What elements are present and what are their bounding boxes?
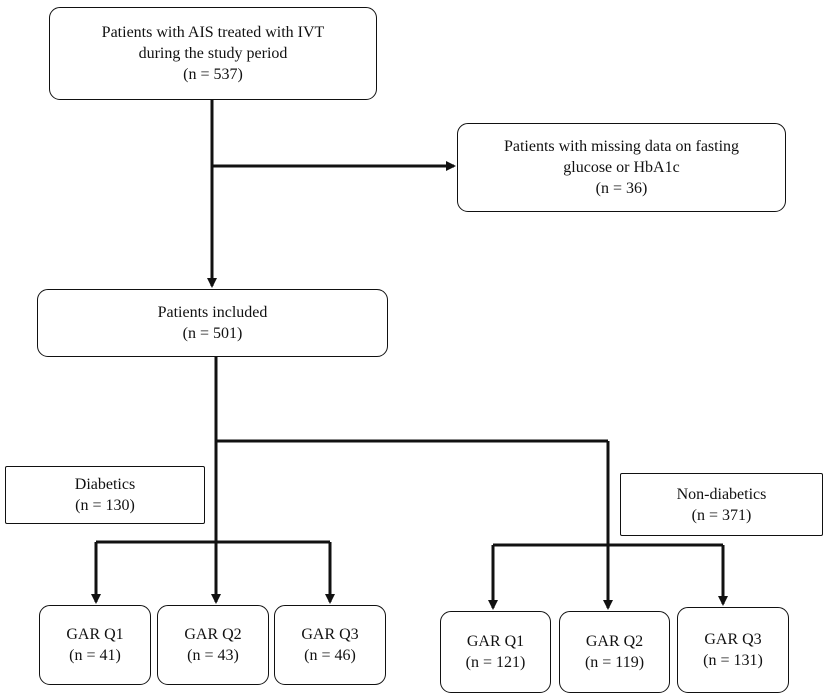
excluded-line2: glucose or HbA1c: [563, 159, 680, 176]
non-diabetics-q3-box: GAR Q3 (n = 131): [677, 607, 789, 693]
non-diabetics-count: (n = 371): [691, 506, 752, 524]
diabetics-box: Diabetics (n = 130): [5, 466, 205, 524]
non-diabetics-q2-box: GAR Q2 (n = 119): [559, 611, 670, 693]
non-diabetics-q1-count: (n = 121): [465, 654, 526, 671]
non-diabetics-label: Non-diabetics: [676, 485, 767, 503]
excluded-line1: Patients with missing data on fasting: [503, 138, 740, 155]
non-diabetics-q1-label: GAR Q1: [466, 633, 525, 650]
non-diabetics-box: Non-diabetics (n = 371): [620, 473, 823, 536]
included-count: (n = 501): [182, 325, 243, 342]
diabetics-q2-label: GAR Q2: [184, 626, 242, 643]
non-diabetics-q1-box: GAR Q1 (n = 121): [440, 611, 551, 693]
included-label: Patients included: [157, 304, 268, 321]
diabetics-label: Diabetics: [74, 476, 136, 493]
diabetics-q1-box: GAR Q1 (n = 41): [39, 605, 151, 685]
non-diabetics-q3-label: GAR Q3: [704, 631, 762, 648]
diabetics-q1-count: (n = 41): [69, 647, 121, 664]
excluded-box: Patients with missing data on fasting gl…: [457, 123, 786, 212]
diabetics-q2-count: (n = 43): [187, 647, 239, 664]
start-line1: Patients with AIS treated with IVT: [101, 24, 325, 41]
diabetics-q3-box: GAR Q3 (n = 46): [274, 605, 386, 685]
non-diabetics-q2-count: (n = 119): [584, 654, 645, 671]
diabetics-q3-count: (n = 46): [304, 647, 356, 664]
start-line2: during the study period: [138, 45, 288, 62]
non-diabetics-q3-count: (n = 131): [703, 652, 763, 669]
non-diabetics-q2-label: GAR Q2: [585, 633, 644, 650]
start-box: Patients with AIS treated with IVT durin…: [49, 7, 377, 100]
excluded-count: (n = 36): [595, 180, 648, 197]
start-count: (n = 537): [183, 66, 243, 83]
diabetics-q1-label: GAR Q1: [66, 626, 124, 643]
diabetics-q2-box: GAR Q2 (n = 43): [157, 605, 269, 685]
included-box: Patients included (n = 501): [37, 289, 388, 357]
diabetics-q3-label: GAR Q3: [301, 626, 359, 643]
diabetics-count: (n = 130): [75, 497, 135, 514]
